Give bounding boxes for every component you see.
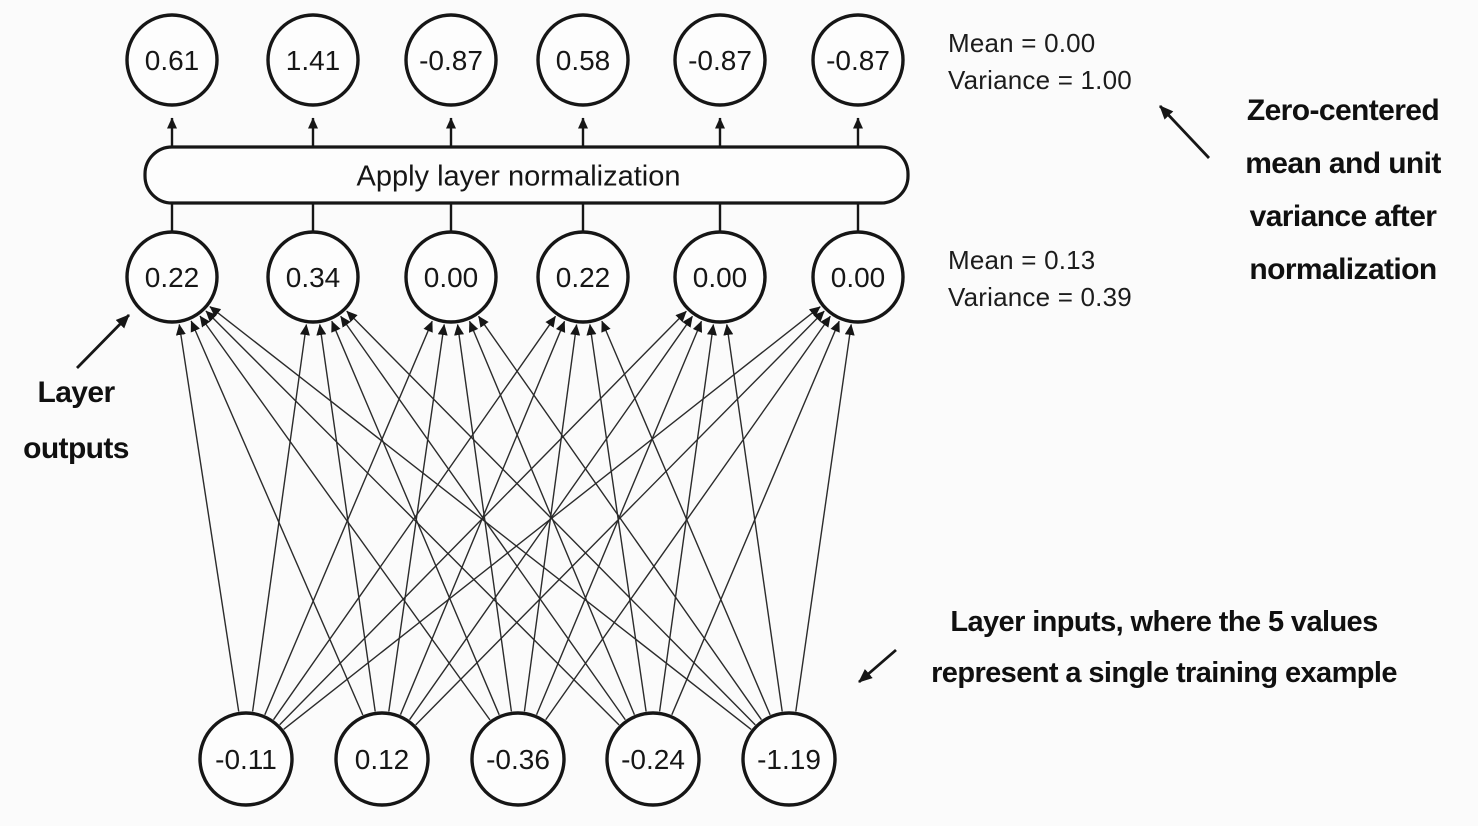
- annotation-line: Zero-centered: [1246, 94, 1440, 127]
- normalized-node-value: 0.58: [556, 45, 611, 76]
- normalized-node-value: -0.87: [419, 45, 483, 76]
- annotation-line: Layer inputs, where the 5 values: [950, 606, 1378, 638]
- annotation-line: mean and unit: [1245, 147, 1441, 180]
- layer-input-node-circle: [470, 711, 566, 807]
- input-to-output-edge: [795, 324, 855, 712]
- normalized-node-circle: [811, 13, 905, 107]
- annotation-line: variance after: [1249, 200, 1437, 233]
- layer-output-node-circle: [673, 230, 767, 324]
- layer-output-node-circle: [536, 230, 630, 324]
- input-to-output-edge: [658, 324, 717, 712]
- layer-inputs-annotation: Layer inputs, where the 5 values represe…: [878, 597, 1450, 699]
- layer-outputs-annotation: Layer outputs: [0, 365, 152, 477]
- layer-input-node-value: 0.12: [355, 744, 410, 775]
- input-to-output-edge: [209, 305, 752, 731]
- layer-output-node-circle: [404, 230, 498, 324]
- input-to-output-edge: [454, 324, 513, 712]
- layer-output-node-circle: [125, 230, 219, 324]
- input-to-output-edge: [415, 310, 825, 726]
- post-norm-stats: Mean = 0.00 Variance = 1.00: [948, 25, 1132, 99]
- box-label: Apply layer normalization: [357, 160, 681, 192]
- input-to-output-edge: [264, 320, 433, 716]
- post-norm-variance: Variance = 1.00: [948, 65, 1132, 95]
- layer-input-node-value: -1.19: [757, 744, 821, 775]
- normalized-node-circle: [404, 13, 498, 107]
- input-to-output-edge: [199, 315, 491, 721]
- layer-output-node-circle: [811, 230, 905, 324]
- layer-outputs-pointer-arrow: [76, 314, 130, 369]
- input-to-output-edge: [723, 324, 783, 712]
- layer-inputs-pointer-arrow: [858, 648, 897, 684]
- layer-output-node-value: 0.00: [831, 262, 886, 293]
- normalized-node-value: -0.87: [688, 45, 752, 76]
- normalized-node-circle: [673, 13, 767, 107]
- input-to-output-edge: [205, 310, 620, 726]
- input-to-output-edge: [545, 315, 831, 721]
- pre-norm-variance: Variance = 0.39: [948, 282, 1132, 312]
- input-to-output-edge: [535, 320, 703, 716]
- layer-input-node-circle: [334, 711, 430, 807]
- layer-output-node-value: 0.34: [286, 262, 341, 293]
- layer-output-node-value: 0.22: [145, 262, 200, 293]
- pre-norm-mean: Mean = 0.13: [948, 245, 1096, 275]
- normalized-node-value: 0.61: [145, 45, 200, 76]
- layer-input-node-value: -0.36: [486, 744, 550, 775]
- input-to-output-edge: [331, 320, 500, 716]
- input-to-output-edge: [316, 324, 376, 712]
- layer-input-node-circle: [605, 711, 701, 807]
- input-to-output-edge: [388, 324, 448, 712]
- input-to-output-edge: [175, 323, 240, 712]
- input-to-output-edge: [586, 324, 647, 712]
- layer-output-node-value: 0.00: [693, 262, 748, 293]
- layer-input-node-circle: [198, 711, 294, 807]
- post-norm-mean: Mean = 0.00: [948, 28, 1096, 58]
- annotation-line: outputs: [23, 432, 129, 465]
- normalized-node-circle: [536, 13, 630, 107]
- pre-norm-stats: Mean = 0.13 Variance = 0.39: [948, 242, 1132, 316]
- input-to-output-edge: [279, 310, 687, 726]
- input-to-output-edge: [190, 320, 364, 716]
- input-to-output-edge: [671, 320, 840, 716]
- layer-normalization-box: [143, 145, 910, 205]
- normalized-node-value: -0.87: [826, 45, 890, 76]
- normalized-node-circle: [125, 13, 219, 107]
- input-to-output-edge: [283, 306, 821, 730]
- annotation-line: represent a single training example: [931, 657, 1397, 689]
- zero-centered-annotation: Zero-centered mean and unit variance aft…: [1168, 84, 1478, 296]
- input-to-output-edge: [272, 315, 557, 721]
- layer-output-node-circle: [266, 230, 360, 324]
- normalized-node-circle: [266, 13, 360, 107]
- annotation-line: normalization: [1249, 253, 1437, 286]
- normalized-node-value: 1.41: [286, 45, 341, 76]
- layer-input-node-value: -0.11: [215, 744, 277, 775]
- layer-input-node-circle: [741, 711, 837, 807]
- annotation-line: Layer: [37, 376, 115, 409]
- layer-input-node-value: -0.24: [621, 744, 685, 775]
- layer-output-node-value: 0.00: [424, 262, 479, 293]
- layer-output-node-value: 0.22: [556, 262, 611, 293]
- zero-centered-pointer-arrow: [1158, 105, 1211, 159]
- input-to-output-edge: [251, 324, 310, 712]
